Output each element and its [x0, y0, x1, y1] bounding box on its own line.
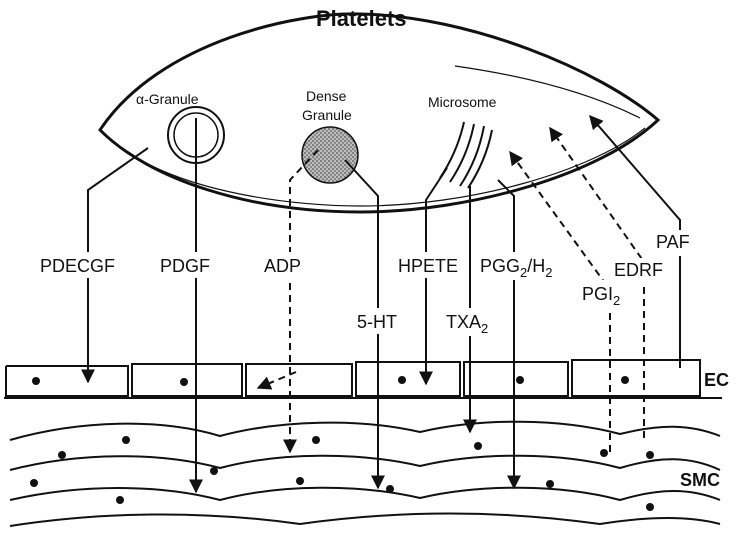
mediator-labels: PDECGF PDGF ADP 5-HT HPETE TXA2 PGG2/H2 … [38, 230, 705, 336]
label-paf: PAF [656, 232, 690, 252]
smc-label: SMC [680, 470, 720, 490]
dense-granule-label-line1: Dense [306, 88, 347, 104]
label-adp: ADP [264, 256, 301, 276]
label-5ht: 5-HT [357, 312, 397, 332]
platelet-cell [100, 14, 658, 212]
dense-granule-label-line2: Granule [302, 107, 352, 123]
microsome [440, 122, 492, 188]
label-hpete: HPETE [398, 256, 458, 276]
smooth-muscle-layer [10, 422, 720, 526]
endothelial-layer [4, 360, 722, 398]
alpha-granule-label: α-Granule [136, 91, 199, 107]
dense-granule [302, 127, 358, 183]
label-pdgf: PDGF [160, 256, 210, 276]
ec-label: EC [704, 370, 729, 390]
microsome-label: Microsome [428, 94, 497, 110]
platelets-title: Platelets [316, 6, 407, 31]
label-pdecgf: PDECGF [40, 256, 115, 276]
label-edrf: EDRF [614, 260, 663, 280]
